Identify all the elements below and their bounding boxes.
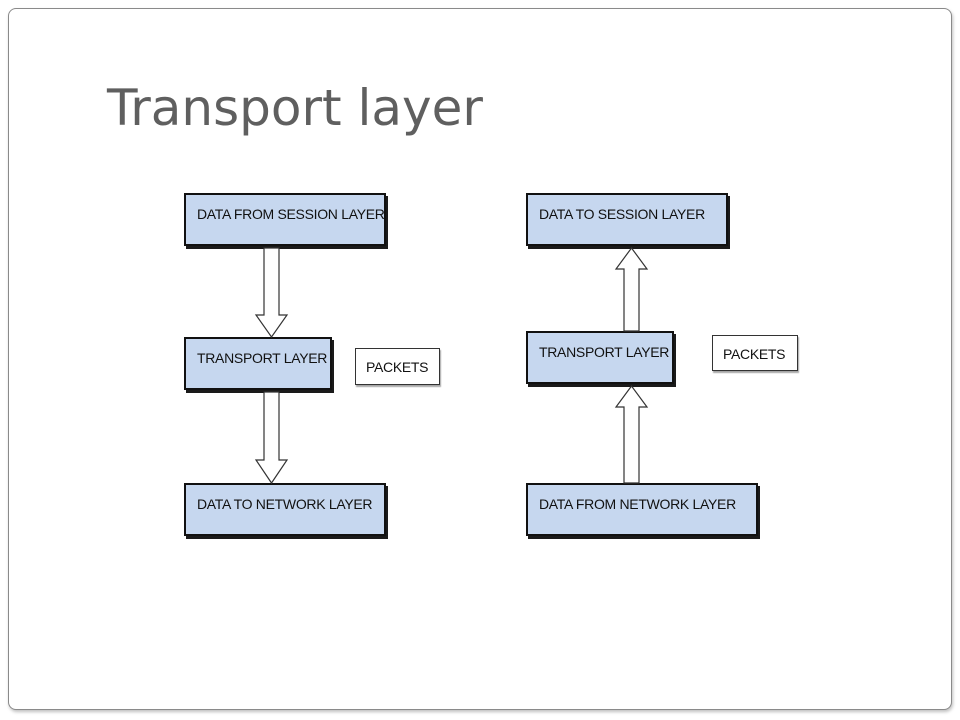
right-transport-box: TRANSPORT LAYER	[526, 331, 674, 384]
right-bottom-box: DATA FROM NETWORK LAYER	[526, 483, 758, 536]
left-packets-label: PACKETS	[355, 348, 440, 385]
slide-title: Transport layer	[107, 79, 483, 137]
left-transport-box: TRANSPORT LAYER	[184, 337, 332, 390]
left-top-box: DATA FROM SESSION LAYER	[184, 193, 386, 246]
right-packets-label: PACKETS	[712, 335, 798, 371]
left-bottom-box: DATA TO NETWORK LAYER	[184, 483, 386, 536]
right-top-box: DATA TO SESSION LAYER	[526, 193, 728, 246]
